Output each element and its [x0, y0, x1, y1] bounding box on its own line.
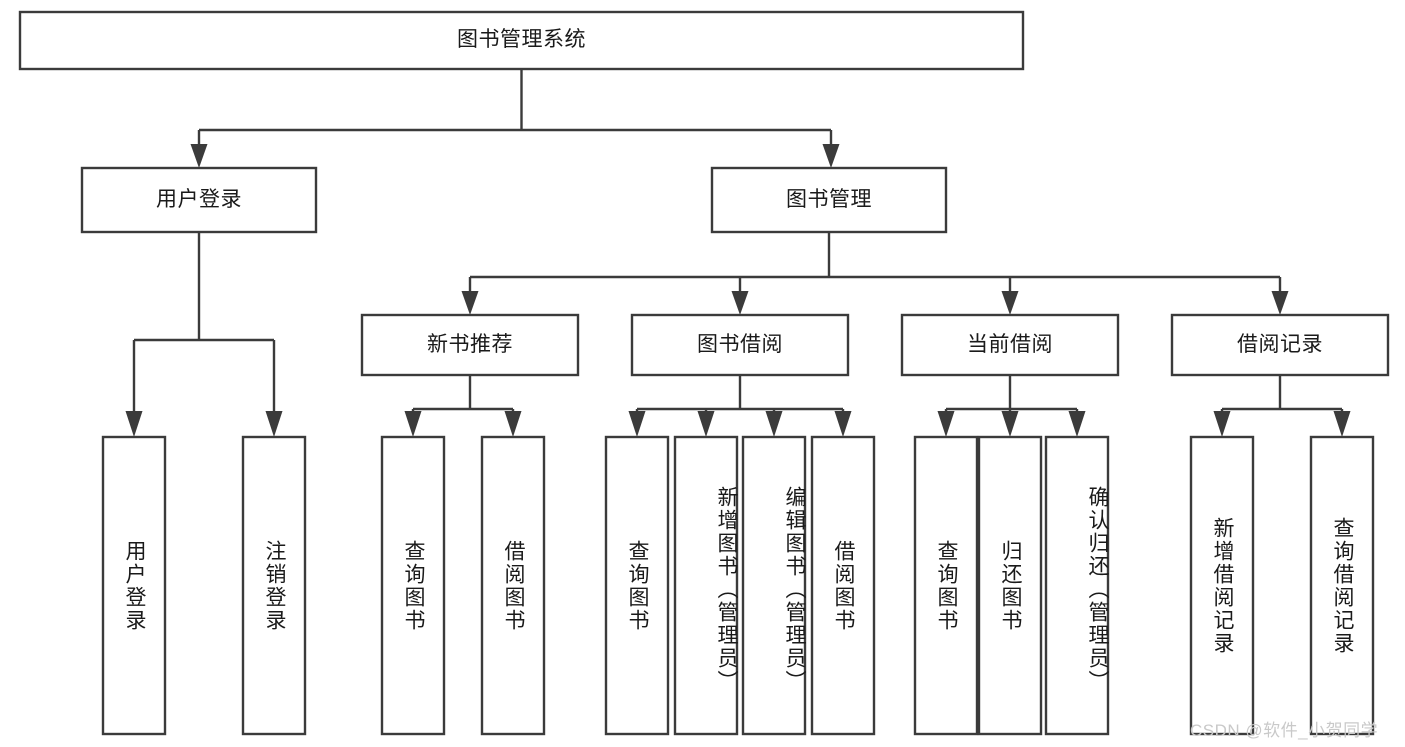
- node-root-box[interactable]: [18, 10, 1025, 71]
- leaf-box-query-book-2[interactable]: [604, 435, 670, 736]
- arrow-to-leaf-borrow-book-2: [834, 411, 852, 437]
- label-leaf-borrow-book-2: 借阅图书: [832, 539, 856, 632]
- arrow-to-leaf-borrow-book-1: [504, 411, 522, 437]
- label-leaf-return-book: 归还图书: [999, 539, 1023, 632]
- leaf-box-confirm-return[interactable]: [1044, 435, 1110, 736]
- leaf-box-user-login[interactable]: [101, 435, 167, 736]
- label-leaf-query-book-3: 查询图书: [935, 539, 959, 632]
- label-leaf-add-record: 新增借阅记录: [1211, 516, 1235, 655]
- label-book-manage: 图书管理: [786, 187, 872, 211]
- arrow-to-current-borrow: [1001, 291, 1019, 315]
- label-book-borrow: 图书借阅: [697, 332, 783, 356]
- arrow-to-book-borrow: [731, 291, 749, 315]
- node-user-login-box[interactable]: [80, 166, 318, 234]
- arrow-to-leaf-edit-book: [765, 411, 783, 437]
- arrow-to-new-book: [461, 291, 479, 315]
- arrow-to-leaf-return-book: [1001, 411, 1019, 437]
- node-book-borrow-box[interactable]: [630, 313, 850, 377]
- leaf-box-borrow-book-1[interactable]: [480, 435, 546, 736]
- label-leaf-logout: 注销登录: [263, 539, 287, 632]
- leaf-box-query-record[interactable]: [1309, 435, 1375, 736]
- label-leaf-borrow-book-1: 借阅图书: [502, 539, 526, 632]
- label-leaf-query-book-1: 查询图书: [402, 539, 426, 632]
- connector-book-borrow-to-leaves: [635, 375, 845, 415]
- label-leaf-confirm-return: 确认归还（管理员）: [1086, 486, 1109, 693]
- csdn-watermark: CSDN @软件_小贺同学: [1190, 721, 1379, 740]
- leaf-box-edit-book[interactable]: [741, 435, 807, 736]
- label-borrow-record: 借阅记录: [1237, 332, 1323, 356]
- label-leaf-user-login: 用户登录: [123, 539, 147, 632]
- connector-new-book-to-leaves: [411, 375, 515, 415]
- arrow-to-book-manage: [822, 144, 840, 168]
- arrow-to-leaf-user-login: [125, 411, 143, 437]
- connector-borrow-record-to-leaves: [1220, 375, 1344, 415]
- node-new-book-box[interactable]: [360, 313, 580, 377]
- leaf-box-return-book[interactable]: [977, 435, 1043, 736]
- label-user-login: 用户登录: [156, 187, 242, 211]
- label-current-borrow: 当前借阅: [967, 332, 1053, 356]
- connector-current-borrow-to-leaves: [944, 375, 1079, 415]
- node-current-borrow-box[interactable]: [900, 313, 1120, 377]
- label-root: 图书管理系统: [457, 28, 586, 52]
- arrow-to-leaf-add-record: [1213, 411, 1231, 437]
- arrow-to-leaf-query-book-2: [628, 411, 646, 437]
- node-borrow-record-box[interactable]: [1170, 313, 1390, 377]
- arrow-to-leaf-logout: [265, 411, 283, 437]
- arrow-to-leaf-query-record: [1333, 411, 1351, 437]
- label-leaf-add-book: 新增图书（管理员）: [715, 486, 738, 693]
- leaf-box-query-book-3[interactable]: [913, 435, 979, 736]
- connector-book-manage-to-level3: [468, 232, 1282, 295]
- leaf-box-logout[interactable]: [241, 435, 307, 736]
- connector-root-to-level2: [197, 69, 833, 148]
- arrow-to-leaf-query-book-1: [404, 411, 422, 437]
- label-leaf-edit-book: 编辑图书（管理员）: [783, 486, 806, 693]
- arrow-to-leaf-query-book-3: [937, 411, 955, 437]
- leaf-box-add-book[interactable]: [673, 435, 739, 736]
- arrow-to-leaf-add-book: [697, 411, 715, 437]
- arrow-to-borrow-record: [1271, 291, 1289, 315]
- label-new-book: 新书推荐: [427, 332, 513, 356]
- leaf-box-borrow-book-2[interactable]: [810, 435, 876, 736]
- arrow-to-leaf-confirm-return: [1068, 411, 1086, 437]
- connector-user-login-to-leaves: [132, 232, 276, 415]
- leaf-box-query-book-1[interactable]: [380, 435, 446, 736]
- leaf-box-add-record[interactable]: [1189, 435, 1255, 736]
- node-book-manage-box[interactable]: [710, 166, 948, 234]
- label-leaf-query-record: 查询借阅记录: [1331, 516, 1355, 655]
- arrow-to-user-login: [190, 144, 208, 168]
- label-leaf-query-book-2: 查询图书: [626, 539, 650, 632]
